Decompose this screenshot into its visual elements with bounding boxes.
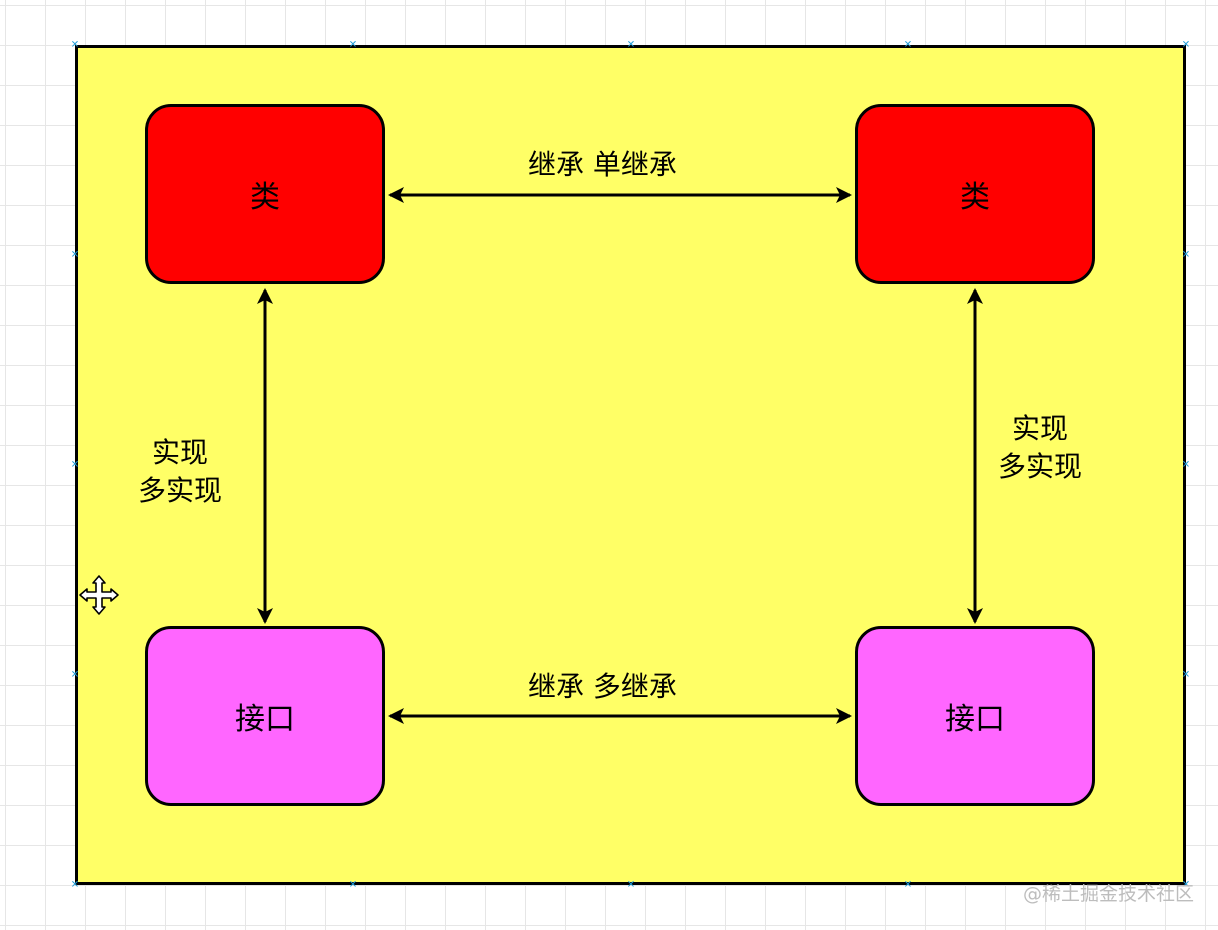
selection-handle-icon[interactable]: ✕: [626, 39, 636, 51]
interface-node-left-label: 接口: [235, 702, 295, 737]
selection-handle-icon[interactable]: ✕: [903, 39, 913, 51]
class-node-left-label: 类: [250, 180, 280, 215]
selection-handle-icon[interactable]: ✕: [1181, 879, 1191, 891]
class-node-right[interactable]: 类: [855, 104, 1095, 284]
class-node-right-label: 类: [960, 180, 990, 215]
move-cursor-icon: [79, 575, 119, 615]
selection-handle-icon[interactable]: ✕: [903, 879, 913, 891]
interface-node-right[interactable]: 接口: [855, 626, 1095, 806]
selection-handle-icon[interactable]: ✕: [1181, 669, 1191, 681]
selection-handle-icon[interactable]: ✕: [348, 39, 358, 51]
selection-handle-icon[interactable]: ✕: [70, 39, 80, 51]
watermark: @稀土掘金技术社区: [1022, 883, 1194, 905]
selection-handle-icon[interactable]: ✕: [1181, 249, 1191, 261]
class-node-left[interactable]: 类: [145, 104, 385, 284]
edge-right-label-line2: 多实现: [998, 450, 1083, 483]
edge-bottom-label-text: 继承 多继承: [528, 670, 677, 703]
edge-left-label: 实现 多实现: [138, 434, 222, 510]
interface-node-right-label: 接口: [945, 702, 1005, 737]
selection-handle-icon[interactable]: ✕: [70, 669, 80, 681]
selection-handle-icon[interactable]: ✕: [1181, 459, 1191, 471]
edge-bottom-label: 继承 多继承: [528, 668, 677, 706]
interface-node-left[interactable]: 接口: [145, 626, 385, 806]
selection-handle-icon[interactable]: ✕: [626, 879, 636, 891]
selection-handle-icon[interactable]: ✕: [1181, 39, 1191, 51]
edge-top-label: 继承 单继承: [528, 146, 677, 184]
edge-right-label-line1: 实现: [1012, 412, 1069, 445]
selection-handle-icon[interactable]: ✕: [70, 249, 80, 261]
edge-left-label-line2: 多实现: [138, 474, 223, 507]
selection-handle-icon[interactable]: ✕: [70, 459, 80, 471]
selection-handle-icon[interactable]: ✕: [70, 879, 80, 891]
edge-right-label: 实现 多实现: [998, 410, 1082, 486]
edge-top-label-text: 继承 单继承: [528, 148, 677, 181]
selection-handle-icon[interactable]: ✕: [348, 879, 358, 891]
edge-left-label-line1: 实现: [152, 436, 209, 469]
